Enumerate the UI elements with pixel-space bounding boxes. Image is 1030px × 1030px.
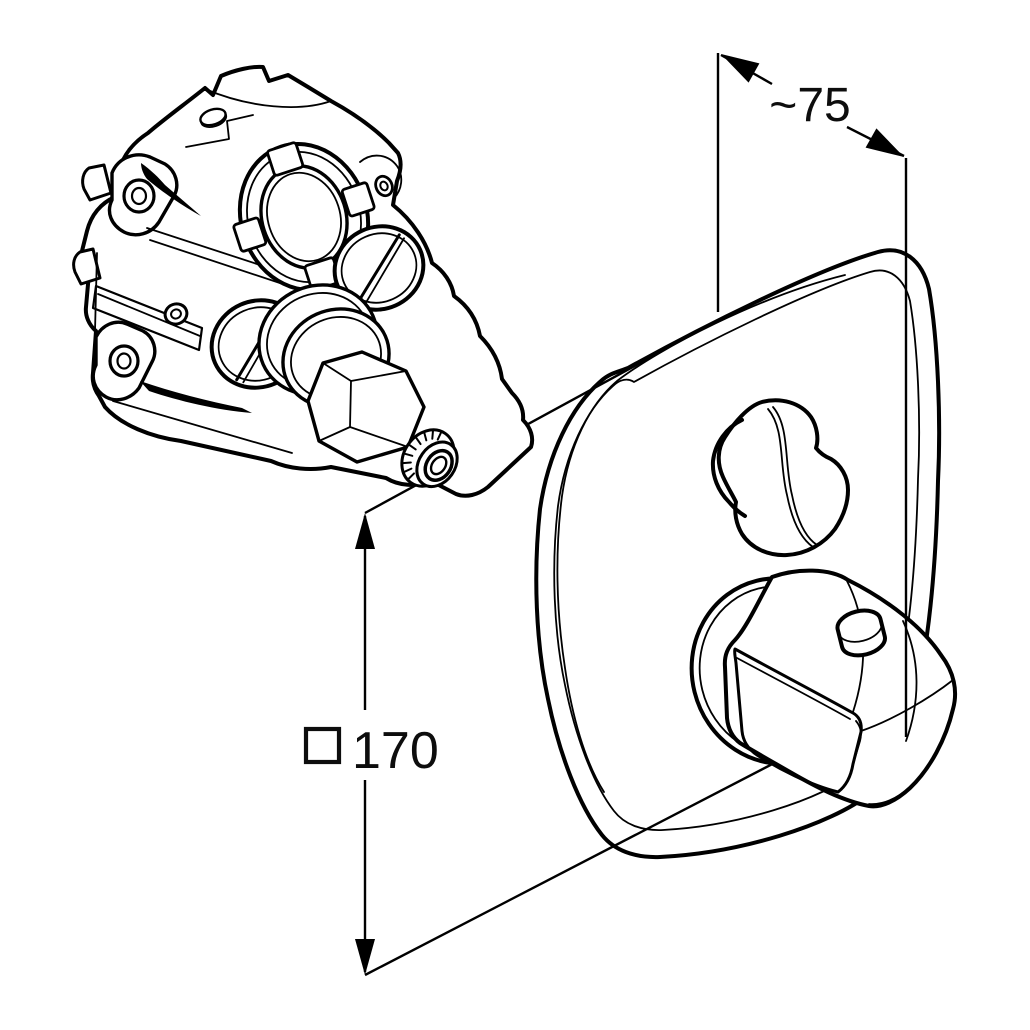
valve-top-face-edge (204, 88, 332, 108)
shading-wedge-top (141, 163, 201, 216)
knob-sweep-2 (902, 620, 918, 742)
knob-body (722, 568, 958, 809)
knob-bottom-edge (868, 785, 912, 805)
bayonet-tab-right (340, 181, 376, 218)
dimension-depth: ~75 (716, 53, 908, 737)
lever-edge-line-2 (772, 406, 818, 546)
mounting-lug-bottom (72, 247, 157, 402)
dim-label-plate-size: 170 (352, 722, 439, 780)
bayonet-tab-top (266, 141, 305, 177)
knurl-teeth (401, 429, 443, 481)
spline-tip (400, 428, 459, 489)
shading-wedge-bottom (140, 381, 252, 413)
arrowhead-down-right (865, 128, 904, 157)
mounting-lug-top (81, 153, 179, 237)
trim-plate-face-highlight (556, 274, 846, 793)
valve-top-notch (185, 114, 254, 148)
concealed-valve-body (72, 64, 535, 498)
arrowhead-up (355, 513, 375, 549)
hex-boss (306, 350, 426, 464)
lug-hole-bottom (108, 344, 140, 378)
knob-chamfer-line-1 (736, 657, 851, 720)
lever-side-bulge (710, 418, 747, 518)
projection-line-bottom (364, 756, 785, 977)
knob-sweep-3 (860, 679, 954, 732)
knob-front-face (733, 647, 863, 794)
lever-handle (710, 398, 850, 558)
thermostat-knob (689, 568, 958, 809)
dimension-plate-size: 170 (303, 513, 439, 975)
dim-label-depth: ~75 (769, 79, 850, 132)
arrowhead-up-left (721, 54, 760, 83)
cartridge-stack (257, 283, 459, 489)
ear-hole (374, 174, 394, 198)
arrowhead-down (355, 939, 375, 975)
band-screw (163, 302, 189, 326)
body-bottom-edge (112, 400, 293, 454)
safety-stop-button (835, 608, 887, 658)
square-symbol (303, 726, 342, 765)
valve-top-hole (199, 107, 228, 128)
ear-edge (359, 154, 403, 199)
lever-edge-line-1 (767, 408, 814, 548)
bayonet-tab-left (232, 216, 268, 253)
lug-hole-top (122, 178, 156, 214)
side-band (91, 284, 204, 352)
